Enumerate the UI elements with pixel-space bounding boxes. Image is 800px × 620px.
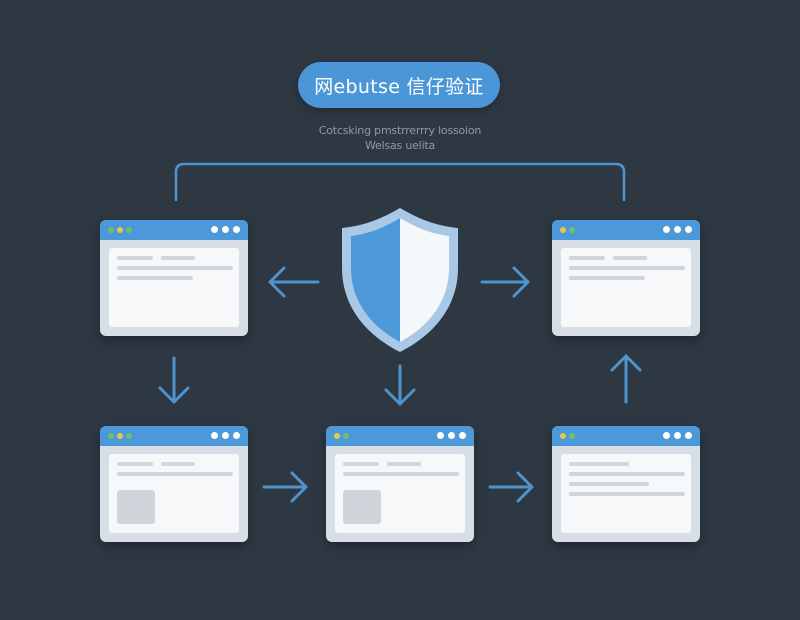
- shield-icon: [342, 208, 458, 352]
- arrow-icon-down-left: [158, 356, 190, 404]
- window-title-bar: [552, 220, 700, 240]
- image-placeholder: [343, 490, 381, 524]
- arrow-icon-right-top: [480, 266, 530, 298]
- title-badge: 网ebutse 信仔验证: [298, 62, 500, 108]
- arrow-icon-down-center: [384, 364, 416, 406]
- window-title-bar: [552, 426, 700, 446]
- arrow-icon-up-right: [610, 354, 642, 404]
- window-title-bar: [100, 220, 248, 240]
- subtitle-line-2: Welsas uelita: [364, 139, 436, 152]
- window-content: [335, 454, 465, 533]
- browser-window-icon-bottom-right: [552, 426, 700, 542]
- browser-window-icon-bottom-center: [326, 426, 474, 542]
- browser-window-icon-bottom-left: [100, 426, 248, 542]
- window-content: [109, 248, 239, 327]
- arrow-icon-left-top: [268, 266, 320, 298]
- window-content: [109, 454, 239, 533]
- arrow-icon-right-bottom-1: [262, 471, 308, 503]
- browser-window-icon-top-right: [552, 220, 700, 336]
- window-title-bar: [326, 426, 474, 446]
- window-content: [561, 454, 691, 533]
- diagram-title: 网ebutse 信仔验证: [314, 75, 484, 98]
- window-content: [561, 248, 691, 327]
- top-bracket-connector: [174, 162, 626, 202]
- browser-window-icon-top-left: [100, 220, 248, 336]
- subtitle-line-1: Cotcsking pmstrrerrry lossoion: [318, 124, 482, 137]
- window-title-bar: [100, 426, 248, 446]
- image-placeholder: [117, 490, 155, 524]
- arrow-icon-right-bottom-2: [488, 471, 534, 503]
